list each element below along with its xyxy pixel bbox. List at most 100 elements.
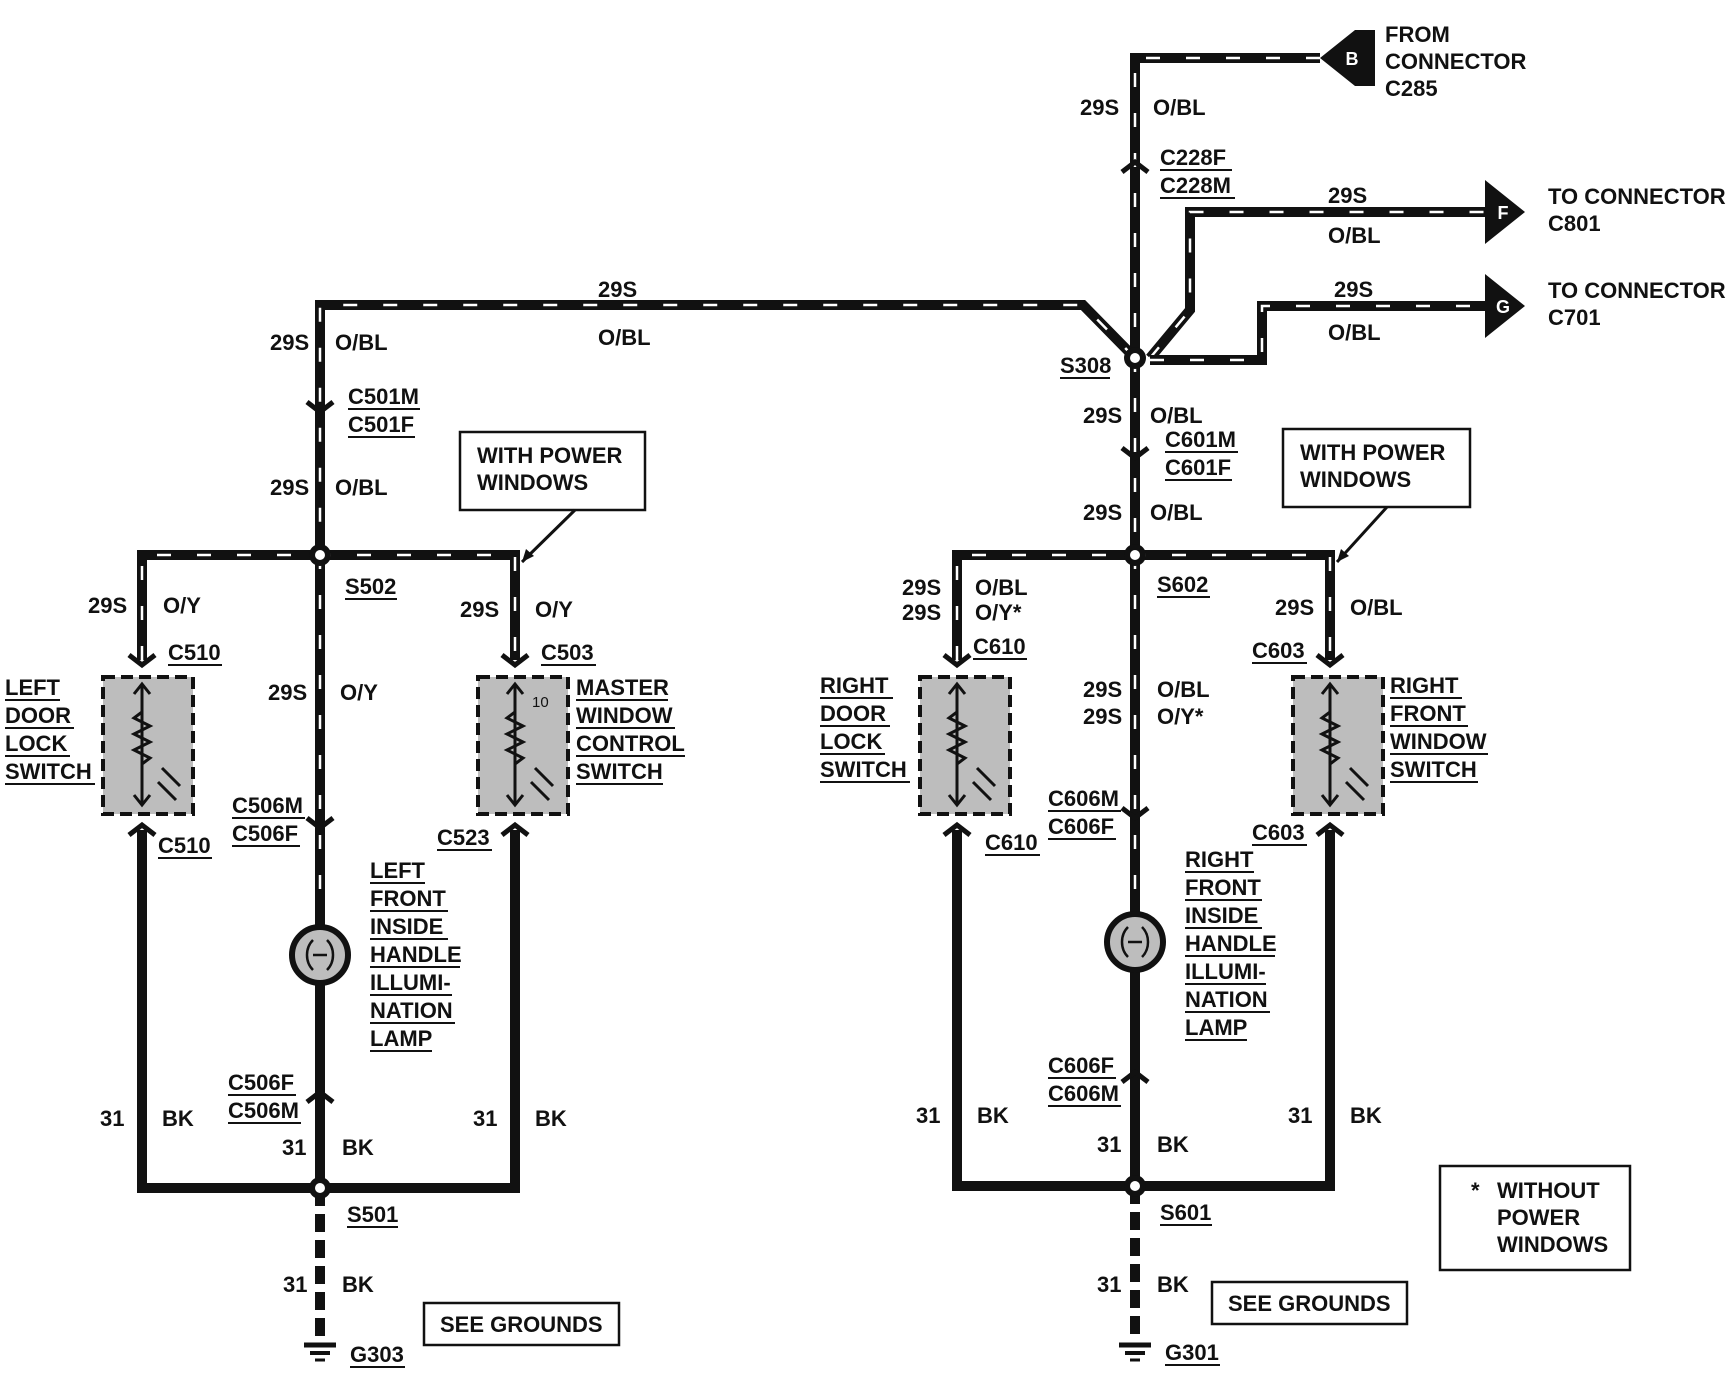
left-top-circuit: 29S [270, 330, 309, 355]
source-g-line1: TO CONNECTOR [1548, 278, 1726, 303]
right-door-lock-switch-icon [918, 675, 1012, 816]
master-window-control-switch-icon [476, 675, 570, 816]
switch-symbols [101, 675, 1385, 816]
c610-bottom-connector-icon [942, 821, 972, 837]
left-door-lock-switch-icon [101, 675, 195, 816]
master-switch-line2: WINDOW [576, 703, 673, 728]
right-handle-lamp-icon [1104, 911, 1166, 973]
left-lamp-line2: FRONT [370, 886, 446, 911]
left-ground-color: BK [342, 1272, 374, 1297]
wire-feed-b [1130, 53, 1320, 358]
c610-bottom-label: C610 [985, 830, 1038, 855]
wire-g-circuit: 29S [1334, 277, 1373, 302]
right-lamp-circuit-a: 29S [1083, 677, 1122, 702]
c603-bottom-connector-icon [1315, 821, 1345, 837]
c510-bottom-label: C510 [158, 833, 211, 858]
master-circuit: 29S [460, 597, 499, 622]
left-loop-circuit-b: 31 [473, 1106, 497, 1131]
splice-s601-center [1130, 1181, 1140, 1191]
source-b-line3: C285 [1385, 76, 1438, 101]
splices [309, 347, 1146, 1199]
c606-top-connector-icon [1120, 806, 1150, 822]
left-note-arrowhead [522, 549, 534, 562]
c610-top-label: C610 [973, 634, 1026, 659]
master-color: O/Y [535, 597, 573, 622]
right-note-arrowhead [1337, 549, 1349, 562]
wire-b-circuit: 29S [1080, 95, 1119, 120]
right-lamp-line7: LAMP [1185, 1015, 1247, 1040]
c506m-top-label: C506M [232, 793, 303, 818]
master-switch-line4: SWITCH [576, 759, 663, 784]
source-b-line2: CONNECTOR [1385, 49, 1526, 74]
right-lamp-line6: NATION [1185, 987, 1268, 1012]
c606m-top-label: C606M [1048, 786, 1119, 811]
right-lamp-line1: RIGHT [1185, 847, 1254, 872]
left-lamp-line7: LAMP [370, 1026, 432, 1051]
c506f-top-label: C506F [232, 821, 298, 846]
wire-top-left-stripe [318, 303, 1136, 555]
c601m-label: C601M [1165, 427, 1236, 452]
wire-to-g [1150, 301, 1490, 365]
right-front-window-switch-icon [1291, 675, 1385, 816]
ground-g303-label: G303 [350, 1342, 404, 1367]
footnote-star: * [1471, 1178, 1480, 1203]
left-mid-circuit: 29S [270, 475, 309, 500]
left-note-line2: WINDOWS [477, 470, 588, 495]
right-loop-circuit-b: 31 [1288, 1103, 1312, 1128]
left-lamp-color: O/Y [340, 680, 378, 705]
c603-top-connector-icon [1315, 653, 1345, 669]
left-note-box [458, 430, 647, 512]
c506-top-connector-icon [305, 816, 335, 832]
left-lamp-gnd-circuit: 31 [282, 1135, 306, 1160]
left-see-grounds-text: SEE GROUNDS [440, 1312, 603, 1337]
left-lamp-circuit: 29S [268, 680, 307, 705]
footnote-box [1438, 1164, 1632, 1272]
right-lamp-line2: FRONT [1185, 875, 1261, 900]
wire-f-color: O/BL [1328, 223, 1381, 248]
right-window-switch-line2: FRONT [1390, 701, 1466, 726]
left-door-switch-line2: DOOR [5, 703, 71, 728]
c503-label: C503 [541, 640, 594, 665]
right-mid-circuit: 29S [1083, 500, 1122, 525]
master-switch-line1: MASTER [576, 675, 669, 700]
right-ground-circuit: 31 [1097, 1272, 1121, 1297]
left-door-switch-line3: LOCK [5, 731, 67, 756]
source-b-arrow [1320, 30, 1375, 86]
footnote-line3: WINDOWS [1497, 1232, 1608, 1257]
right-door-switch-line1: RIGHT [820, 673, 889, 698]
right-lamp-line3: INSIDE [1185, 903, 1258, 928]
c503-top-connector-icon [500, 653, 530, 669]
c606m-bottom-label: C606M [1048, 1081, 1119, 1106]
c506f-bottom-label: C506F [228, 1070, 294, 1095]
right-lamp-color-b: O/Y* [1157, 704, 1204, 729]
right-window-switch-line3: WINDOW [1390, 729, 1487, 754]
splice-s502-label: S502 [345, 574, 396, 599]
right-window-switch-line1: RIGHT [1390, 673, 1459, 698]
c601-connector-icon [1120, 446, 1150, 462]
left-loop-circuit-a: 31 [100, 1106, 124, 1131]
left-handle-lamp-icon [289, 924, 351, 986]
ground-g303-icon [304, 1342, 336, 1362]
c603-bottom-label: C603 [1252, 820, 1305, 845]
c501-connector-icon [305, 400, 335, 416]
source-b-letter: B [1346, 49, 1359, 69]
splice-s308-center [1130, 353, 1140, 363]
splice-s602-label: S602 [1157, 572, 1208, 597]
c523-label: C523 [437, 825, 490, 850]
left-loop-color-b: BK [535, 1106, 567, 1131]
ground-g301-icon [1119, 1342, 1151, 1362]
source-f-line2: C801 [1548, 211, 1601, 236]
left-door-circuit: 29S [88, 593, 127, 618]
wire-top-circuit: 29S [598, 277, 637, 302]
wire-left-ground-loop [137, 830, 520, 1193]
left-door-switch-line4: SWITCH [5, 759, 92, 784]
c228m-label: C228M [1160, 173, 1231, 198]
c510-top-connector-icon [127, 653, 157, 669]
footnote-line1: WITHOUT [1497, 1178, 1600, 1203]
right-lamp-color-a: O/BL [1157, 677, 1210, 702]
wire-g-color: O/BL [1328, 320, 1381, 345]
right-door-circuit-a: 29S [902, 575, 941, 600]
right-window-color: O/BL [1350, 595, 1403, 620]
splice-s601-label: S601 [1160, 1200, 1211, 1225]
right-door-switch-line3: LOCK [820, 729, 882, 754]
